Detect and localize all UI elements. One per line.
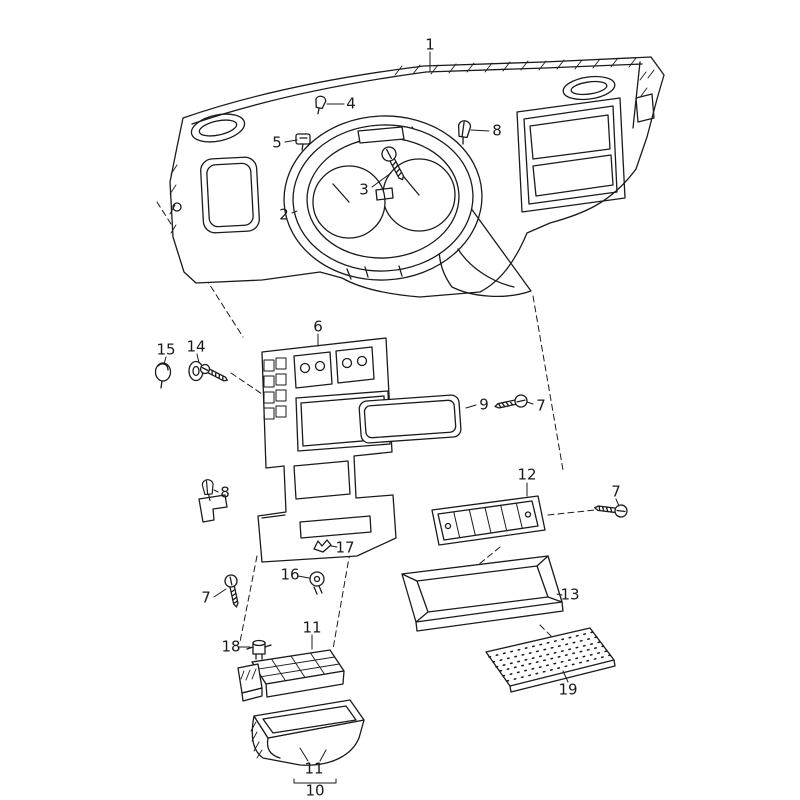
center-console-trim xyxy=(257,337,397,563)
part-callout-8: 8 xyxy=(492,121,502,140)
dash-end-cap xyxy=(632,61,655,129)
part-callout-11: 11 xyxy=(304,759,324,778)
part-callout-17: 17 xyxy=(335,538,355,557)
right-opening xyxy=(516,97,626,213)
screw-7-right xyxy=(594,504,628,518)
glove-box-10 xyxy=(250,699,365,766)
part-callout-19: 19 xyxy=(558,680,578,699)
part-callout-9: 9 xyxy=(479,395,489,414)
part-callout-7: 7 xyxy=(611,482,621,501)
console-side-vents xyxy=(263,357,287,420)
part-callout-4: 4 xyxy=(346,94,356,113)
part-callout-12: 12 xyxy=(517,465,537,484)
trim-cap-15 xyxy=(154,362,172,389)
clip-8-upper xyxy=(457,120,472,145)
part-callout-1: 1 xyxy=(425,35,435,54)
part-callout-7: 7 xyxy=(201,588,211,607)
screw-3 xyxy=(381,146,405,181)
callout-leader-lines xyxy=(163,51,620,784)
clip-17 xyxy=(313,539,332,553)
storage-tray-13 xyxy=(401,555,564,632)
part-callout-15: 15 xyxy=(156,340,176,359)
part-callout-2: 2 xyxy=(279,205,289,224)
left-air-vent xyxy=(190,113,246,143)
part-callout-6: 6 xyxy=(313,317,323,336)
part-callout-18: 18 xyxy=(221,637,241,656)
console-lower-opening xyxy=(293,460,351,500)
clip-8-bracket xyxy=(198,494,228,523)
part-callout-8: 8 xyxy=(220,483,230,502)
cluster-aperture xyxy=(283,115,483,281)
clip-4 xyxy=(315,95,327,115)
part-callout-16: 16 xyxy=(280,565,300,584)
console-foot-slot xyxy=(299,515,372,539)
part-callout-7: 7 xyxy=(536,396,546,415)
blank-plate-9 xyxy=(358,394,462,444)
part-callout-10: 10 xyxy=(305,781,325,800)
right-air-vent xyxy=(562,75,616,101)
console-switch-openings xyxy=(293,346,375,389)
screw-7-lower xyxy=(224,574,239,608)
liner-mat-19 xyxy=(485,627,616,693)
part-callout-3: 3 xyxy=(359,180,369,199)
screw-14 xyxy=(188,360,228,382)
clip-5 xyxy=(295,133,311,151)
bulb-holder-18 xyxy=(246,639,272,660)
knob-16 xyxy=(309,571,325,595)
clip-8-lower xyxy=(201,479,214,502)
instrument-cluster-bezel xyxy=(292,124,474,280)
part-callout-11: 11 xyxy=(302,618,322,637)
dash-fastener-hole xyxy=(172,202,182,212)
part-callout-13: 13 xyxy=(560,585,580,604)
ashtray-11 xyxy=(237,649,345,702)
switch-panel-12 xyxy=(431,495,546,546)
part-callout-14: 14 xyxy=(186,337,206,356)
part-callout-5: 5 xyxy=(272,133,282,152)
screw-7-upper xyxy=(494,394,528,409)
left-opening xyxy=(200,156,260,234)
